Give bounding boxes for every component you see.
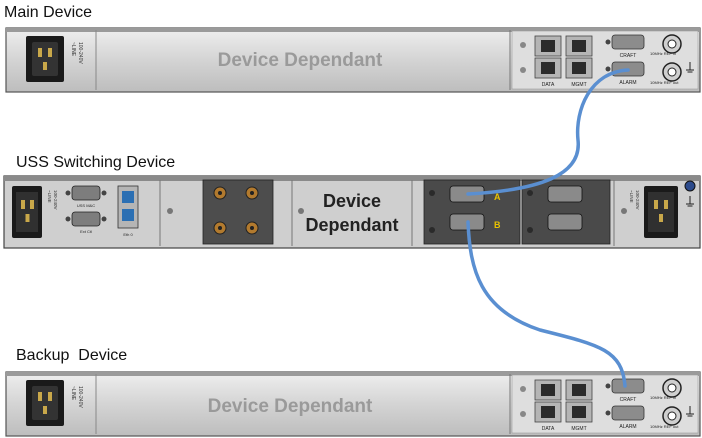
svg-text:Eth 0: Eth 0 bbox=[123, 232, 133, 237]
ref-out-label: 10MHz REF out bbox=[650, 80, 679, 85]
uss-power-inlet-right-icon bbox=[644, 186, 678, 238]
port-a-label: A bbox=[494, 192, 501, 202]
main-device-panel-label: Device Dependant bbox=[218, 50, 383, 71]
sma-connector-icon bbox=[213, 186, 259, 235]
backup-device-chassis: ~LINE 100-240V Device Dependant DATA MGM… bbox=[5, 371, 701, 437]
svg-text:~LINE: ~LINE bbox=[629, 190, 634, 203]
uss-device-title: USS Switching Device bbox=[16, 154, 176, 171]
craft-port-label: CRAFT bbox=[620, 53, 637, 59]
backup-craft-db9-port-icon bbox=[605, 378, 645, 394]
uss-device-chassis: ~LINE 100-240V USS M&C Ext Ctl Eth 0 bbox=[3, 175, 701, 249]
uss-panel-label-line1: Device bbox=[323, 191, 381, 211]
uss-secondary-port-module bbox=[521, 179, 611, 245]
backup-alarm-port-label: ALARM bbox=[619, 424, 636, 430]
uss-control-db9-ports-icon bbox=[65, 185, 107, 227]
svg-text:USS M&C: USS M&C bbox=[77, 203, 95, 208]
cable-port-b-to-backup bbox=[466, 220, 627, 388]
backup-craft-port-label: CRAFT bbox=[620, 397, 637, 403]
uss-ground-icon bbox=[684, 180, 696, 207]
main-device-chassis: ~LINE 100-240V Device Dependant DATA MGM… bbox=[5, 27, 701, 93]
power-inlet-icon bbox=[26, 36, 64, 82]
uss-panel-label-line2: Dependant bbox=[305, 215, 398, 235]
backup-device-panel-label: Device Dependant bbox=[208, 396, 373, 417]
svg-text:100-240V: 100-240V bbox=[53, 190, 58, 210]
backup-device-title: Backup Device bbox=[16, 347, 128, 364]
mgmt-port-label: MGMT bbox=[571, 82, 586, 88]
uss-ethernet-port-icon bbox=[117, 185, 139, 229]
svg-text:~LINE: ~LINE bbox=[47, 190, 52, 203]
ground-icon bbox=[686, 62, 694, 73]
alarm-port-label: ALARM bbox=[619, 80, 636, 86]
svg-text:100-240V: 100-240V bbox=[77, 42, 83, 64]
backup-data-port-label: DATA bbox=[542, 426, 555, 432]
backup-power-inlet-icon bbox=[26, 380, 64, 426]
backup-mgmt-rj45-ports-icon bbox=[565, 379, 593, 423]
backup-ref-out-label: 10MHz REF out bbox=[650, 424, 679, 429]
svg-text:Ext Ctl: Ext Ctl bbox=[80, 229, 92, 234]
backup-mgmt-port-label: MGMT bbox=[571, 426, 586, 432]
main-device-title: Main Device bbox=[4, 4, 93, 21]
backup-ground-icon bbox=[686, 406, 694, 417]
data-port-label: DATA bbox=[542, 82, 555, 88]
svg-text:~LINE: ~LINE bbox=[70, 42, 76, 57]
backup-ref-in-label: 10MHz REF In bbox=[650, 395, 676, 400]
svg-text:100-240V: 100-240V bbox=[77, 386, 83, 408]
port-b-label: B bbox=[494, 220, 501, 230]
sma-connector-module bbox=[202, 179, 274, 245]
mgmt-rj45-ports-icon bbox=[565, 35, 593, 79]
ref-in-label: 10MHz REF In bbox=[650, 51, 676, 56]
svg-text:~LINE: ~LINE bbox=[70, 386, 76, 401]
svg-text:100-240V: 100-240V bbox=[635, 190, 640, 210]
backup-data-rj45-ports-icon bbox=[534, 379, 562, 423]
uss-power-inlet-left-icon bbox=[12, 186, 42, 238]
bnc-connector-icon bbox=[662, 34, 682, 82]
backup-bnc-connector-icon bbox=[662, 378, 682, 426]
cable-main-to-port-a bbox=[466, 68, 630, 196]
backup-alarm-db9-port-icon bbox=[605, 405, 645, 421]
data-rj45-ports-icon bbox=[534, 35, 562, 79]
craft-db9-port-icon bbox=[605, 34, 645, 50]
